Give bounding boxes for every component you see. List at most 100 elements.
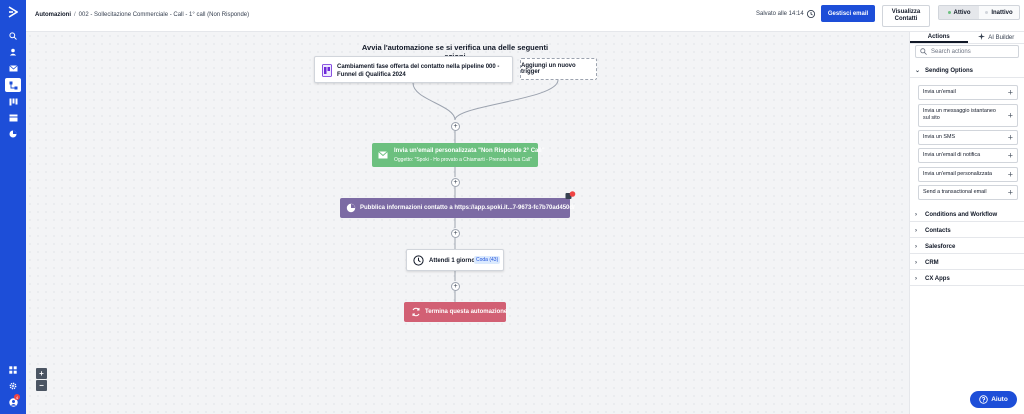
add-action-plus-icon[interactable]: + [1007,150,1013,160]
add-action-plus-icon[interactable]: + [1007,87,1013,97]
end-action-title: Termina questa automazione [425,309,508,315]
logo-icon[interactable] [7,6,19,18]
action-item-label: Invia un messaggio istantaneo sul sito [923,108,996,121]
search-icon[interactable] [7,30,19,42]
action-item[interactable]: Send a transactional email + [918,185,1018,200]
email-action-subject: Oggetto: "Spoki - Ho provato a Chiamarti… [394,157,533,163]
breadcrumb-separator: / [74,12,76,18]
chevron-down-icon: ⌄ [915,68,921,74]
zoom-in-button[interactable]: + [36,368,47,379]
tab-actions[interactable]: Actions [910,32,968,43]
section-conditions-workflow[interactable]: › Conditions and Workflow [910,208,1024,222]
section-sending-options[interactable]: ⌄ Sending Options [910,64,1024,78]
action-item-label: Invia un'email [923,89,956,95]
inactive-dot-icon [985,11,989,14]
queue-badge[interactable]: Coda (43) [474,256,501,264]
notification-count-badge: 4 [14,394,20,400]
help-label: Aiuto [991,396,1008,403]
manage-emails-button[interactable]: Gestisci email [821,5,875,22]
action-item[interactable]: Invia un'email di notifica + [918,148,1018,163]
account-avatar-icon[interactable]: 4 [7,394,20,408]
zoom-out-button[interactable]: − [36,380,47,391]
chevron-right-icon: › [915,243,917,250]
add-action-plus-icon[interactable]: + [1007,132,1013,142]
history-icon[interactable] [806,9,816,19]
settings-gear-icon[interactable] [7,380,19,392]
tab-ai-builder[interactable]: AI Builder [968,32,1024,43]
action-item-label: Invia un'email personalizzata [923,171,993,177]
help-button[interactable]: Aiuto [970,391,1017,408]
section-label: Contacts [925,227,951,234]
tab-ai-builder-label: AI Builder [988,34,1015,41]
search-icon [920,48,927,55]
add-step-button[interactable]: + [451,122,460,131]
section-label: Salesforce [925,243,956,250]
automations-icon[interactable] [5,78,21,92]
breadcrumb-root-link[interactable]: Automazioni [35,12,71,18]
email-action-title: Invia un'email personalizzata "Non Rispo… [394,148,545,154]
action-item[interactable]: Invia un messaggio istantaneo sul sito + [918,104,1018,127]
action-item[interactable]: Invia un'email + [918,85,1018,100]
contacts-icon[interactable] [7,46,19,58]
chevron-right-icon: › [915,227,917,234]
status-toggle: Attivo Inattivo [938,5,1020,20]
add-step-button[interactable]: + [451,178,460,187]
action-item-label: Invia un'email di notifica [923,152,981,158]
chevron-right-icon: › [915,211,917,218]
question-icon [979,395,988,404]
wait-action-node[interactable]: Attendi 1 giorno Coda (43) [406,249,504,271]
trigger-card-text: Cambiamenti fase offerta del contatto ne… [337,64,500,78]
pipeline-stage-icon [322,64,332,77]
action-item[interactable]: Invia un'email personalizzata + [918,167,1018,182]
search-actions-input[interactable]: Search actions [915,45,1019,58]
chevron-right-icon: › [915,259,917,266]
add-trigger-button[interactable]: Aggiungi un nuovo trigger [520,58,597,80]
envelope-icon [378,151,388,159]
section-crm[interactable]: › CRM [910,256,1024,270]
status-inactive-option[interactable]: Inattivo [979,6,1019,19]
send-email-action-node[interactable]: Invia un'email personalizzata "Non Rispo… [372,143,545,167]
status-active-option[interactable]: Attivo [939,6,979,19]
saved-status: Salvato alle 14:14 [756,11,804,17]
section-sending-options-label: Sending Options [925,67,973,74]
panel-tabs: Actions AI Builder [910,32,1024,44]
pipeline-icon[interactable] [7,96,19,108]
publish-contact-action-node[interactable]: Pubblica informazioni contatto a https:/… [340,198,575,218]
email-icon[interactable] [7,62,19,74]
search-placeholder: Search actions [931,48,971,55]
breadcrumb: Automazioni/002 - Sollecitazione Commerc… [35,12,249,18]
campaigns-icon[interactable] [7,112,19,124]
add-action-plus-icon[interactable]: + [1007,110,1013,120]
section-label: Conditions and Workflow [925,211,998,218]
status-inactive-label: Inattivo [991,9,1013,16]
section-contacts[interactable]: › Contacts [910,224,1024,238]
clock-icon [413,255,424,266]
top-bar: Automazioni/002 - Sollecitazione Commerc… [26,0,1024,32]
section-cx-apps[interactable]: › CX Apps [910,272,1024,286]
trigger-card[interactable]: Cambiamenti fase offerta del contatto ne… [314,56,513,83]
add-action-plus-icon[interactable]: + [1007,187,1013,197]
apps-icon[interactable] [7,364,19,376]
webhook-icon [346,203,356,213]
left-navigation-rail: 4 [0,0,26,414]
active-dot-icon [947,11,951,14]
add-step-button[interactable]: + [451,229,460,238]
reports-icon[interactable] [7,128,19,140]
status-active-label: Attivo [953,9,971,16]
automation-canvas[interactable] [26,32,909,414]
warning-badge-icon[interactable] [565,191,576,200]
sparkle-icon [978,33,986,42]
view-contacts-button[interactable]: Visualizza Contatti [882,5,930,27]
end-automation-node[interactable]: Termina questa automazione [404,302,508,322]
section-label: CRM [925,259,939,266]
add-step-button[interactable]: + [451,282,460,291]
publish-action-title: Pubblica informazioni contatto a https:/… [360,205,575,211]
chevron-right-icon: › [915,275,917,282]
section-label: CX Apps [925,275,950,282]
action-item[interactable]: Invia un SMS+ [918,130,1018,145]
end-loop-icon [411,307,421,317]
action-item-label: Send a transactional email [923,189,987,195]
add-action-plus-icon[interactable]: + [1007,169,1013,179]
section-salesforce[interactable]: › Salesforce [910,240,1024,254]
